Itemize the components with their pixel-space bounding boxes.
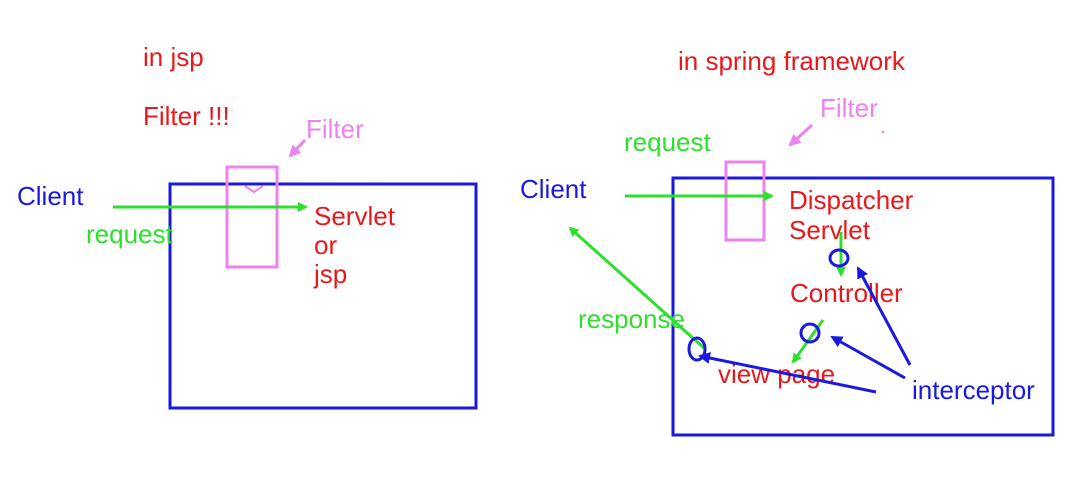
interceptor-circle-1 <box>828 248 850 268</box>
jsp-container-box <box>168 182 478 410</box>
spring-request-label: request <box>624 127 711 157</box>
spring-client-label: Client <box>520 174 587 204</box>
response-label: response <box>578 304 685 334</box>
response-arrow <box>568 226 706 350</box>
pink-dot <box>881 130 885 134</box>
jsp-filter-label: Filter <box>306 114 364 144</box>
jsp-filter-tick <box>244 185 264 194</box>
servlet-or-jsp-label: Servlet or jsp <box>313 201 402 289</box>
servlet-line: Servlet <box>789 215 871 245</box>
interceptor-arrow-to-controller <box>830 335 906 380</box>
spring-filter-pointer-arrow <box>788 123 814 147</box>
interceptor-circle-2 <box>799 322 821 344</box>
spring-section: in spring framework Filter request Clien… <box>520 46 1055 437</box>
interceptor-arrow-to-response <box>698 352 877 394</box>
interceptor-circle-3 <box>687 336 707 362</box>
spring-filter-box <box>724 160 766 242</box>
jsp-heading: in jsp <box>143 42 204 72</box>
servlet-line: Servlet <box>314 201 396 231</box>
jsp-filter-pointer-arrow <box>288 138 307 158</box>
interceptor-arrow-to-dispatcher <box>856 266 912 366</box>
interceptor-label: interceptor <box>912 375 1035 405</box>
jsp-line: jsp <box>313 259 347 289</box>
jsp-client-label: Client <box>17 181 84 211</box>
dispatcher-line: Dispatcher <box>789 185 914 215</box>
filter-note: Filter !!! <box>143 101 230 131</box>
controller-label: Controller <box>790 278 903 308</box>
jsp-filter-box <box>225 165 279 269</box>
spring-filter-label: Filter <box>820 93 878 123</box>
jsp-request-label: request <box>86 219 173 249</box>
or-line: or <box>314 230 337 260</box>
dispatcher-servlet-label: Dispatcher Servlet <box>789 185 921 245</box>
spring-container-box <box>671 176 1055 437</box>
spring-heading: in spring framework <box>678 46 906 76</box>
jsp-section: in jsp Filter !!! Filter Client request … <box>17 42 478 410</box>
